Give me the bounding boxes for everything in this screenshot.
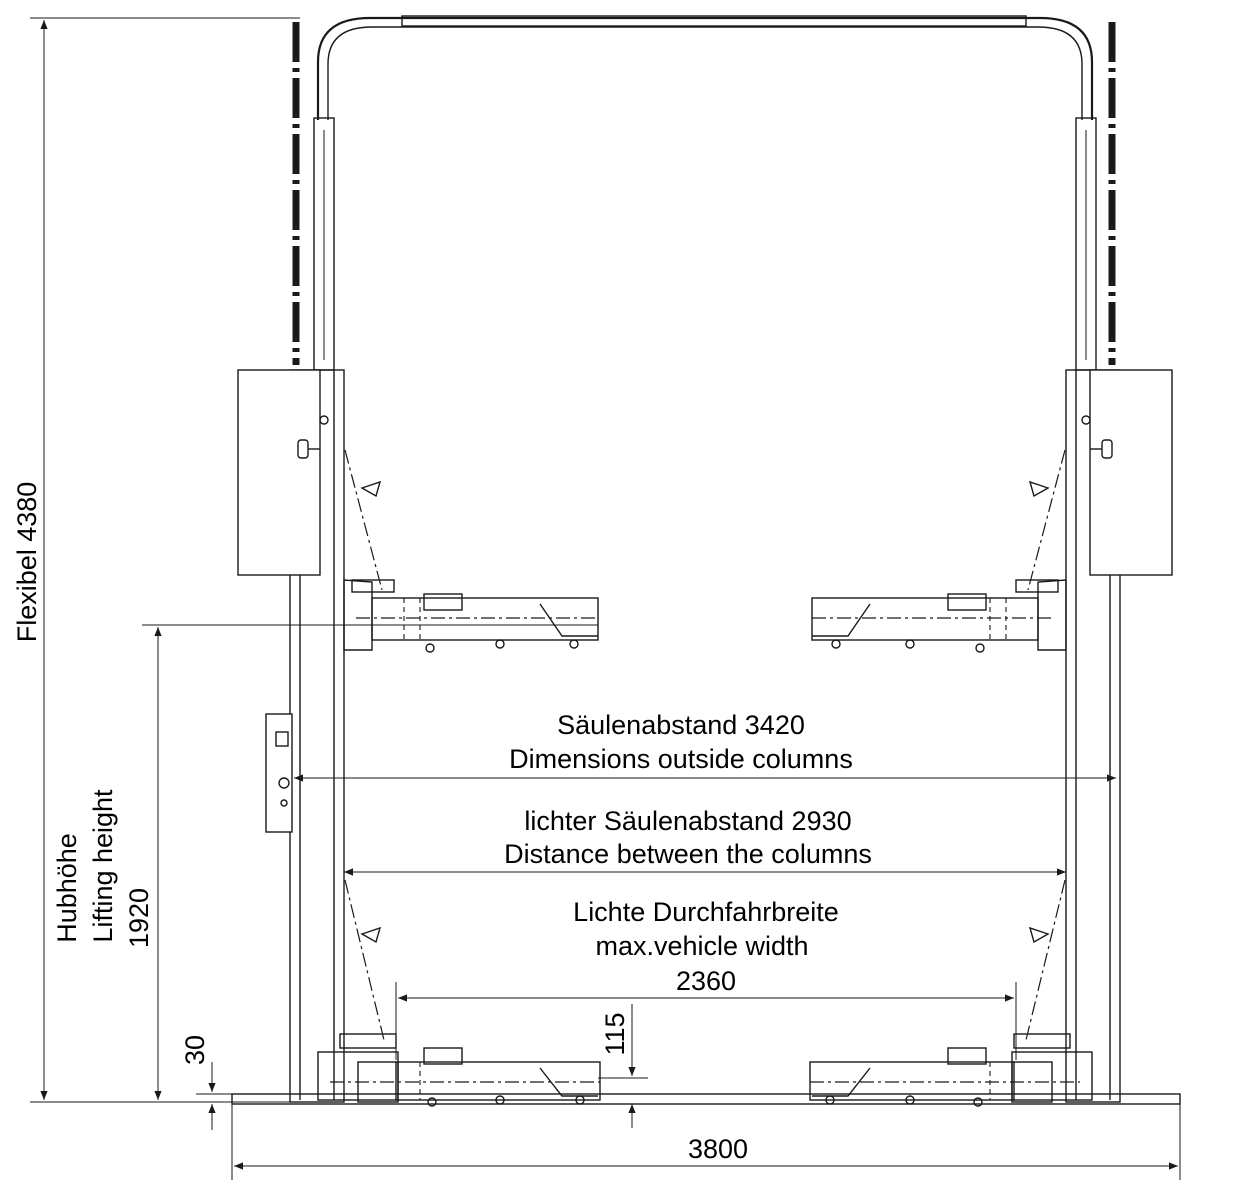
pad-height-dimension xyxy=(598,1004,648,1128)
base-width-dimension xyxy=(231,1104,1181,1180)
right-upper-arm xyxy=(811,449,1067,653)
vehicle-width-label-en: max.vehicle width xyxy=(595,931,808,961)
column-between-label-en: Distance between the columns xyxy=(504,839,872,869)
left-column xyxy=(237,369,345,1103)
base-plate xyxy=(231,1093,1181,1105)
vehicle-width-label-de: Lichte Durchfahrbreite xyxy=(573,897,839,927)
vehicle-width-value: 2360 xyxy=(676,966,736,996)
left-lower-arm xyxy=(317,879,601,1107)
arm-offset-dimension xyxy=(196,1062,240,1130)
lifting-height-label-en: Lifting height xyxy=(88,789,118,943)
left-upper-arm xyxy=(343,449,599,653)
pad-height-label: 115 xyxy=(600,1012,630,1055)
column-between-label-de: lichter Säulenabstand 2930 xyxy=(524,806,851,836)
lifting-height-value: 1920 xyxy=(124,888,154,948)
total-height-dimension xyxy=(30,17,300,1100)
column-outside-label-en: Dimensions outside columns xyxy=(509,744,853,774)
base-width-label: 3800 xyxy=(688,1134,748,1164)
lifting-height-dimension xyxy=(142,624,598,1100)
right-lower-arm xyxy=(809,879,1093,1107)
right-column xyxy=(1065,369,1173,1103)
vehicle-width-dimension xyxy=(395,982,1017,1060)
lifting-height-label-de: Hubhöhe xyxy=(52,833,82,943)
total-height-label: Flexibel 4380 xyxy=(12,482,42,643)
left-motor-housing xyxy=(237,369,321,576)
arm-offset-label: 30 xyxy=(180,1035,210,1065)
right-motor-housing xyxy=(1089,369,1173,576)
overhead-bridge xyxy=(316,15,1094,120)
column-outside-label-de: Säulenabstand 3420 xyxy=(557,710,805,740)
